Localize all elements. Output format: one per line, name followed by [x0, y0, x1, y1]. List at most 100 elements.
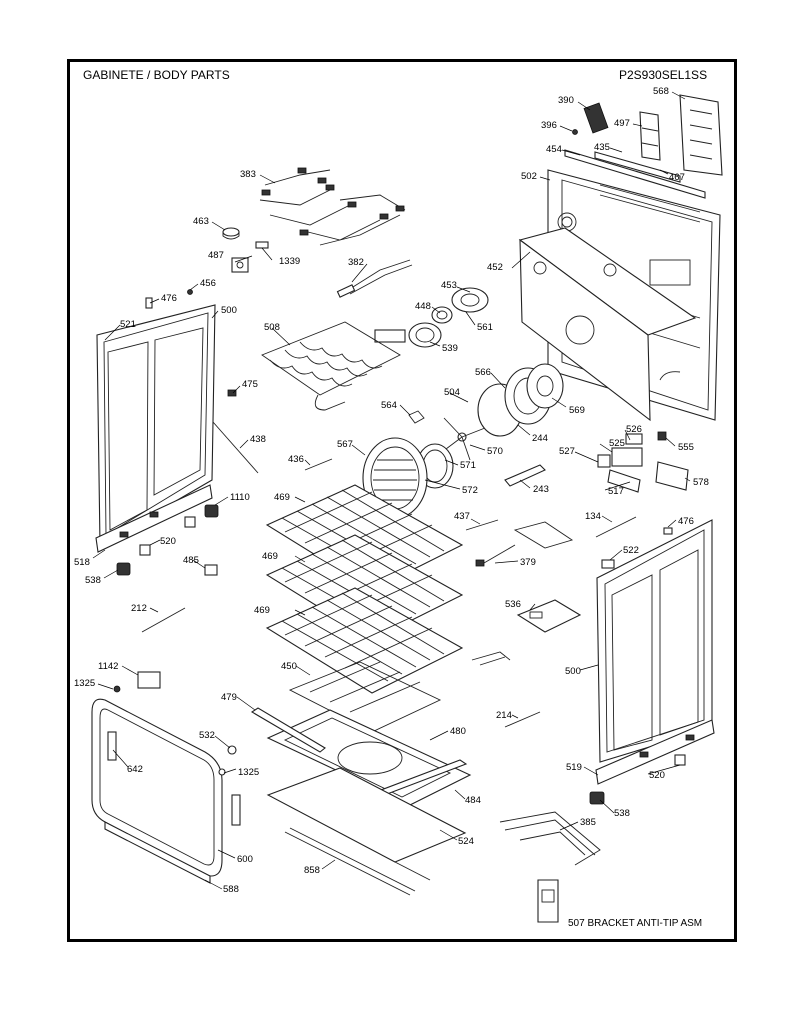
callout-520: 520 [160, 536, 176, 547]
callout-385: 385 [580, 817, 596, 828]
callout-452: 452 [487, 262, 503, 273]
callout-858: 858 [304, 865, 320, 876]
hinge-part [107, 731, 117, 761]
callout-484: 484 [465, 795, 481, 806]
callout-571: 571 [460, 460, 476, 471]
callout-555: 555 [678, 442, 694, 453]
callout-463: 463 [193, 216, 209, 227]
callout-214: 214 [496, 710, 512, 721]
clip-part [601, 559, 615, 569]
callout-568: 568 [653, 86, 669, 97]
latch-part [137, 671, 161, 689]
callout-467: 467 [669, 172, 685, 183]
callout-561: 561 [477, 322, 493, 333]
leader-lines [92, 91, 691, 890]
motor-part [374, 322, 442, 348]
callout-518: 518 [74, 557, 90, 568]
callout-456: 456 [200, 278, 216, 289]
callout-520: 520 [649, 770, 665, 781]
callout-437: 437 [454, 511, 470, 522]
knob-part [222, 227, 240, 240]
callout-517: 517 [608, 486, 624, 497]
left-bottom-rail-part [95, 484, 213, 553]
callout-383: 383 [240, 169, 256, 180]
clip-part [204, 564, 218, 576]
bracket-part [583, 102, 609, 134]
callout-538: 538 [85, 575, 101, 586]
callout-450: 450 [281, 661, 297, 672]
right-bottom-rail-part [595, 719, 715, 785]
callout-436: 436 [288, 454, 304, 465]
callout-502: 502 [521, 171, 537, 182]
callout-567: 567 [337, 439, 353, 450]
probe-wire-part [336, 259, 413, 298]
left-side-panel-part [96, 304, 216, 546]
callout-519: 519 [566, 762, 582, 773]
callout-labels: 390 568 396 497 454 435 467 502 383 463 … [74, 86, 709, 929]
callout-243: 243 [533, 484, 549, 495]
callout-538: 538 [614, 808, 630, 819]
callout-539: 539 [442, 343, 458, 354]
callout-453: 453 [441, 280, 457, 291]
callout-1142: 1142 [98, 661, 118, 672]
callout-642: 642 [127, 764, 143, 775]
screw-part [187, 289, 193, 295]
convection-heater-part [526, 363, 564, 409]
right-side-panel-part [596, 519, 713, 763]
model-number: P2S930SEL1SS [619, 68, 708, 82]
vent-cover-part [639, 111, 661, 161]
callout-570: 570 [487, 446, 503, 457]
callout-244: 244 [532, 433, 548, 444]
callout-524: 524 [458, 836, 474, 847]
callout-396: 396 [541, 120, 557, 131]
wire-part [141, 516, 637, 728]
anti-tip-bracket-part [537, 879, 559, 923]
control-board-part [655, 461, 689, 491]
callout-438: 438 [250, 434, 266, 445]
bottom-panel-part [266, 767, 467, 863]
callout-469: 469 [262, 551, 278, 562]
bracket-part [516, 599, 582, 633]
callout-390: 390 [558, 95, 574, 106]
screw-part [663, 527, 673, 535]
callout-536: 536 [505, 599, 521, 610]
callout-448: 448 [415, 301, 431, 312]
callout-479: 479 [221, 692, 237, 703]
rod-part [212, 421, 259, 474]
callout-504: 504 [444, 387, 460, 398]
warming-element-part [499, 811, 601, 866]
vent-duct-part [679, 94, 723, 176]
hinge-part [231, 794, 241, 826]
sensor-part [657, 431, 667, 441]
leveling-leg-part [139, 516, 196, 556]
sensor-part [304, 458, 333, 471]
callout-134: 134 [585, 511, 601, 522]
callout-569: 569 [569, 405, 585, 416]
terminal-block-part [475, 521, 574, 567]
callout-454: 454 [546, 144, 562, 155]
callout-532: 532 [199, 730, 215, 741]
callout-1110: 1110 [230, 492, 250, 503]
fuse-holder-part [607, 469, 641, 493]
callout-1339: 1339 [279, 256, 300, 267]
callout-588: 588 [223, 884, 239, 895]
thermostat-part [504, 464, 546, 487]
callout-525: 525 [609, 438, 625, 449]
callout-521: 521 [120, 319, 136, 330]
diagram-title: GABINETE / BODY PARTS [83, 68, 230, 82]
top-trim-part [564, 149, 706, 199]
callout-476: 476 [678, 516, 694, 527]
callout-566: 566 [475, 367, 491, 378]
callout-600: 600 [237, 854, 253, 865]
sensor-wire-part [471, 651, 511, 666]
callout-469: 469 [254, 605, 270, 616]
insulation-blanket-part [518, 227, 697, 422]
leveling-leg-part [674, 754, 686, 766]
callout-476: 476 [161, 293, 177, 304]
callout-212: 212 [131, 603, 147, 614]
callout-522: 522 [623, 545, 639, 556]
callout-435: 435 [594, 142, 610, 153]
screw-part [218, 768, 226, 776]
callout-485: 485 [183, 555, 199, 566]
